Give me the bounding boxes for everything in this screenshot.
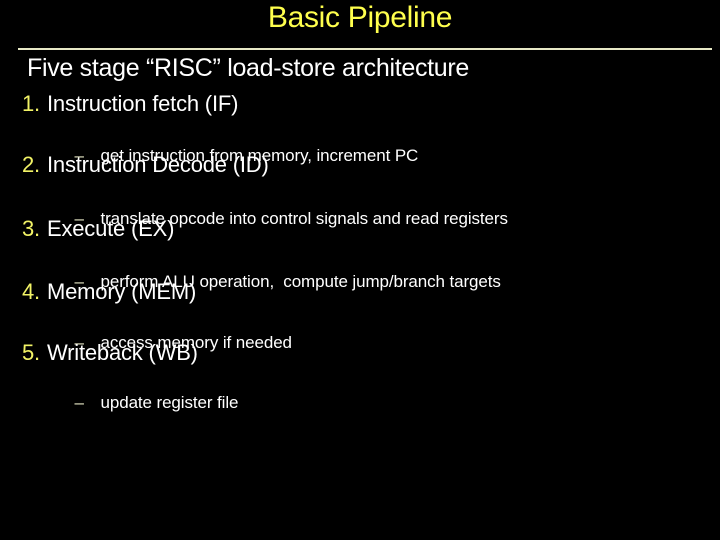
stage-detail-wb: –update register file	[56, 377, 239, 428]
dash-bullet: –	[74, 146, 84, 165]
stage-label: Instruction Decode (ID)	[47, 152, 269, 177]
slide-title: Basic Pipeline	[267, 1, 453, 34]
stage-number: 2.	[22, 152, 40, 177]
stage-detail-if: –get instruction from memory, increment …	[56, 130, 419, 181]
slide-subtitle: Five stage “RISC” load-store architectur…	[27, 54, 470, 82]
stage-item-id: 2. Instruction Decode (ID)	[22, 154, 269, 176]
stage-detail-id: –translate opcode into control signals a…	[56, 193, 508, 244]
stage-detail-text: perform ALU operation, compute jump/bran…	[100, 272, 501, 291]
stage-detail-text: get instruction from memory, increment P…	[100, 146, 419, 165]
stage-item-wb: 5. Writeback (WB)	[22, 342, 198, 364]
stage-detail-text: translate opcode into control signals an…	[100, 209, 508, 228]
stage-item-mem: 4. Memory (MEM)	[22, 281, 196, 303]
stage-number: 1.	[22, 91, 40, 116]
dash-bullet: –	[74, 393, 84, 412]
stage-label: Execute (EX)	[47, 216, 175, 241]
stage-detail-text: access memory if needed	[100, 333, 293, 352]
title-underline-rule	[18, 48, 712, 50]
stage-label: Instruction fetch (IF)	[47, 91, 239, 116]
dash-bullet: –	[74, 209, 84, 228]
stage-detail-ex: –perform ALU operation, compute jump/bra…	[56, 256, 501, 307]
stage-detail-mem: –access memory if needed	[56, 317, 293, 368]
stage-item-ex: 3. Execute (EX)	[22, 218, 174, 240]
stage-number: 4.	[22, 279, 40, 304]
stage-label: Writeback (WB)	[47, 340, 198, 365]
stage-item-if: 1. Instruction fetch (IF)	[22, 93, 238, 115]
dash-bullet: –	[74, 333, 84, 352]
stage-detail-text: update register file	[100, 393, 239, 412]
stage-number: 5.	[22, 340, 40, 365]
stage-label: Memory (MEM)	[47, 279, 197, 304]
dash-bullet: –	[74, 272, 84, 291]
stage-number: 3.	[22, 216, 40, 241]
